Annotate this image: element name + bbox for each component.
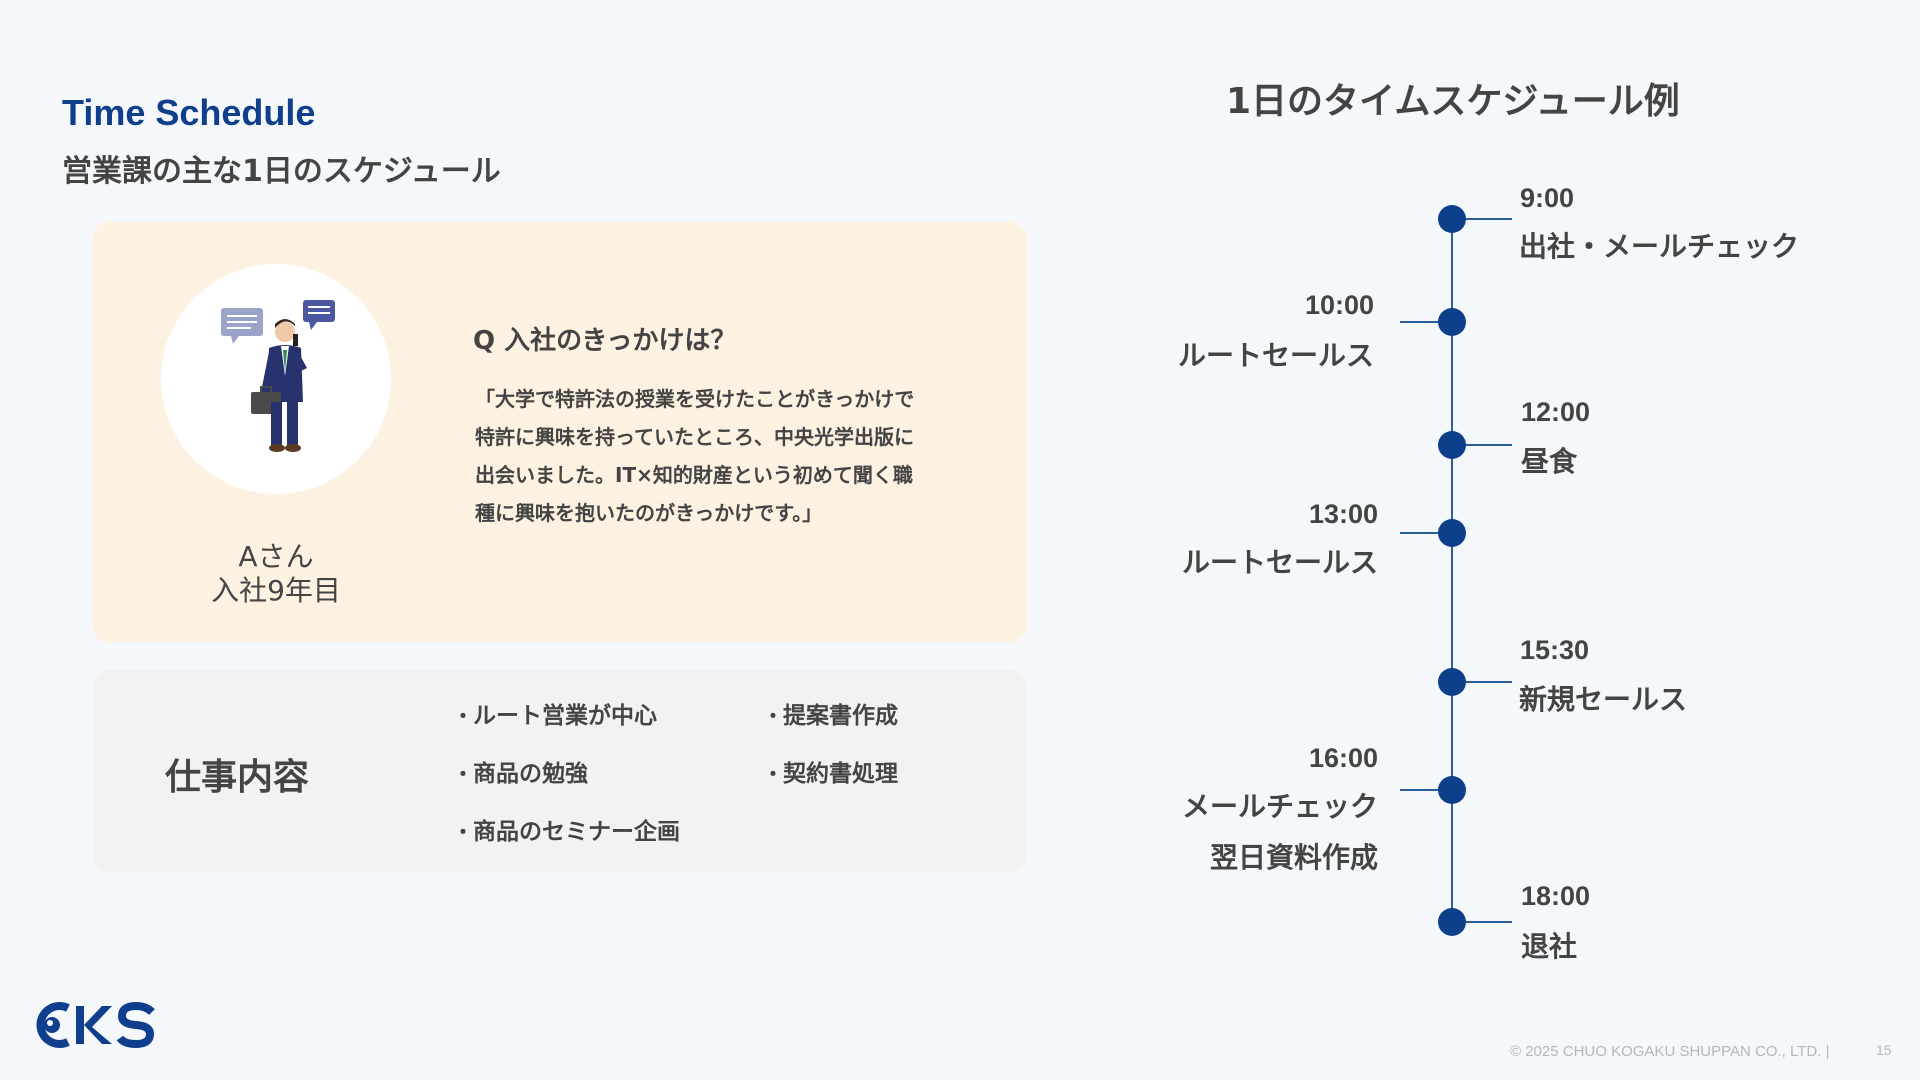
timeline-dot bbox=[1438, 519, 1466, 547]
timeline-time: 13:00 bbox=[1200, 499, 1378, 530]
timeline-time: 10:00 bbox=[1200, 290, 1374, 321]
timeline-dot bbox=[1438, 431, 1466, 459]
timeline-time: 12:00 bbox=[1521, 397, 1590, 428]
timeline-label: 退社 bbox=[1521, 922, 1577, 972]
timeline-dot bbox=[1438, 308, 1466, 336]
timeline-dot bbox=[1438, 668, 1466, 696]
speech-bubble-icon bbox=[303, 300, 335, 322]
timeline-label: 昼食 bbox=[1521, 437, 1577, 487]
answer-line: 特許に興味を持っていたところ、中央光学出版に bbox=[475, 418, 975, 456]
timeline-label: メールチェック bbox=[1100, 782, 1378, 832]
timeline-dot bbox=[1438, 776, 1466, 804]
page-subtitle: 営業課の主な1日のスケジュール bbox=[62, 146, 501, 190]
timeline-dot bbox=[1438, 205, 1466, 233]
interview-question: Q 入社のきっかけは？ bbox=[473, 320, 736, 357]
timeline-label: 新規セールス bbox=[1519, 675, 1687, 725]
person-name-block: Aさん 入社9年目 bbox=[181, 540, 371, 608]
interview-answer: 「大学で特許法の授業を受けたことがきっかけで 特許に興味を持っていたところ、中央… bbox=[475, 380, 975, 532]
timeline-time: 15:30 bbox=[1520, 635, 1589, 666]
copyright: © 2025 CHUO KOGAKU SHUPPAN CO., LTD. | bbox=[1510, 1043, 1829, 1060]
work-item: 提案書作成 bbox=[763, 696, 898, 730]
person-name: Aさん bbox=[181, 540, 371, 574]
businessman-illustration bbox=[161, 264, 391, 494]
timeline-label: 出社・メールチェック bbox=[1519, 222, 1799, 272]
timeline-time: 16:00 bbox=[1200, 743, 1378, 774]
avatar bbox=[161, 264, 391, 494]
company-logo bbox=[30, 1000, 156, 1054]
profile-card: Aさん 入社9年目 Q 入社のきっかけは？ 「大学で特許法の授業を受けたことがき… bbox=[93, 222, 1026, 642]
timeline-label: ルートセールス bbox=[1100, 331, 1374, 381]
timeline-dot bbox=[1438, 908, 1466, 936]
answer-line: 出会いました。IT×知的財産という初めて聞く職 bbox=[475, 456, 975, 494]
timeline-label: 翌日資料作成 bbox=[1100, 833, 1378, 883]
work-item: 商品の勉強 bbox=[453, 754, 588, 788]
timeline-label: ルートセールス bbox=[1100, 538, 1378, 588]
work-item: 契約書処理 bbox=[763, 754, 898, 788]
person-tenure: 入社9年目 bbox=[181, 574, 371, 608]
work-content-title: 仕事内容 bbox=[165, 748, 309, 800]
cks-logo-icon bbox=[30, 1000, 156, 1050]
timeline-time: 9:00 bbox=[1520, 183, 1574, 214]
work-item: 商品のセミナー企画 bbox=[453, 812, 680, 846]
answer-line: 種に興味を抱いたのがきっかけです。」 bbox=[475, 494, 975, 532]
timeline-title: 1日のタイムスケジュール例 bbox=[1226, 72, 1680, 124]
page-title-en: Time Schedule bbox=[62, 92, 315, 134]
answer-line: 「大学で特許法の授業を受けたことがきっかけで bbox=[475, 380, 975, 418]
page-number: 15 bbox=[1876, 1042, 1892, 1058]
timeline-time: 18:00 bbox=[1521, 881, 1590, 912]
work-item: ルート営業が中心 bbox=[453, 696, 657, 730]
work-content-card: 仕事内容 ルート営業が中心 提案書作成 商品の勉強 契約書処理 商品のセミナー企… bbox=[93, 670, 1026, 873]
